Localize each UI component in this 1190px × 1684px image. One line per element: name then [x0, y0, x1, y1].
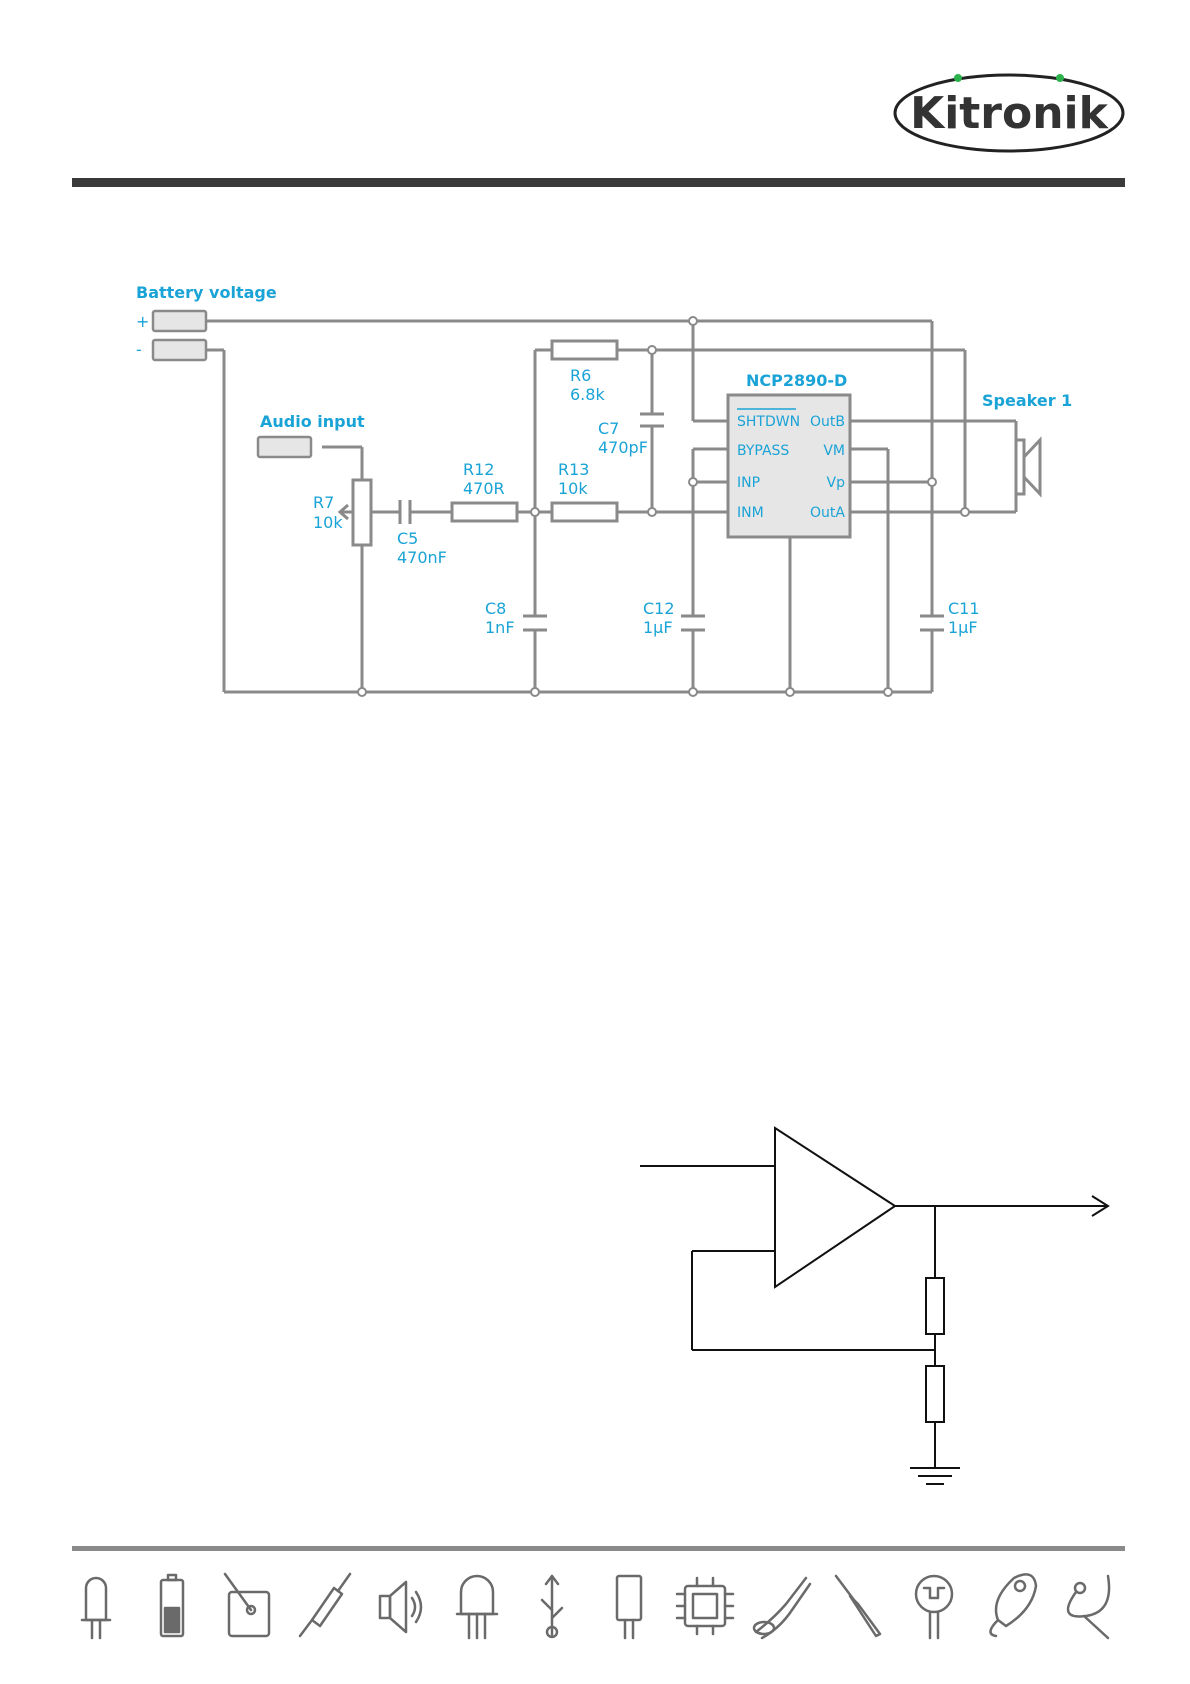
battery-label: Battery voltage	[136, 283, 277, 302]
pin-bypass: BYPASS	[737, 443, 789, 459]
battery-plus: +	[136, 312, 149, 331]
r6-ref: R6	[570, 366, 591, 385]
capacitor-icon	[617, 1576, 641, 1638]
c12-ref: C12	[643, 599, 675, 618]
pin-vp: Vp	[827, 475, 846, 491]
battery-clip-icon	[990, 1574, 1036, 1636]
ldr-icon	[916, 1576, 952, 1638]
r12-ref: R12	[463, 460, 494, 479]
r13-ref: R13	[558, 460, 589, 479]
pin-shtdwn: SHTDWN	[737, 414, 800, 430]
transistor-icon	[457, 1576, 497, 1638]
c8-value: 1nF	[485, 618, 515, 637]
c11-ref: C11	[948, 599, 980, 618]
resistor-icon	[300, 1574, 350, 1636]
c7-ref: C7	[598, 419, 619, 438]
audio-input-label: Audio input	[260, 412, 365, 431]
c11-value: 1µF	[948, 618, 978, 637]
r12-value: 470R	[463, 479, 505, 498]
switch-icon	[225, 1574, 269, 1636]
c5-value: 470nF	[397, 548, 447, 567]
footer-divider	[72, 1546, 1125, 1551]
soldering-iron-icon	[836, 1576, 880, 1636]
pin-vm: VM	[823, 443, 845, 459]
wire-icon	[1068, 1576, 1109, 1638]
amplifier-schematic: Battery voltage + - Audio input NCP2890-…	[0, 0, 1190, 720]
battery-icon	[161, 1575, 183, 1636]
speaker-label: Speaker 1	[982, 391, 1072, 410]
r7-ref: R7	[313, 493, 334, 512]
pin-outa: OutA	[810, 505, 845, 521]
pliers-icon	[754, 1578, 810, 1638]
ic-name: NCP2890-D	[746, 371, 847, 390]
usb-icon	[542, 1576, 562, 1637]
pin-inm: INM	[737, 505, 764, 521]
pin-outb: OutB	[810, 414, 845, 430]
pin-inp: INP	[737, 475, 760, 491]
c12-value: 1µF	[643, 618, 673, 637]
led-icon	[82, 1578, 110, 1638]
battery-minus: -	[136, 340, 142, 359]
feedback-amplifier-diagram	[630, 1120, 1130, 1500]
r7-value: 10k	[313, 513, 343, 532]
footer-icon-strip	[72, 1570, 1125, 1642]
c8-ref: C8	[485, 599, 506, 618]
speaker-icon	[380, 1582, 421, 1632]
r13-value: 10k	[558, 479, 588, 498]
c7-value: 470pF	[598, 438, 648, 457]
r6-value: 6.8k	[570, 385, 605, 404]
chip-icon	[677, 1578, 733, 1634]
c5-ref: C5	[397, 529, 418, 548]
